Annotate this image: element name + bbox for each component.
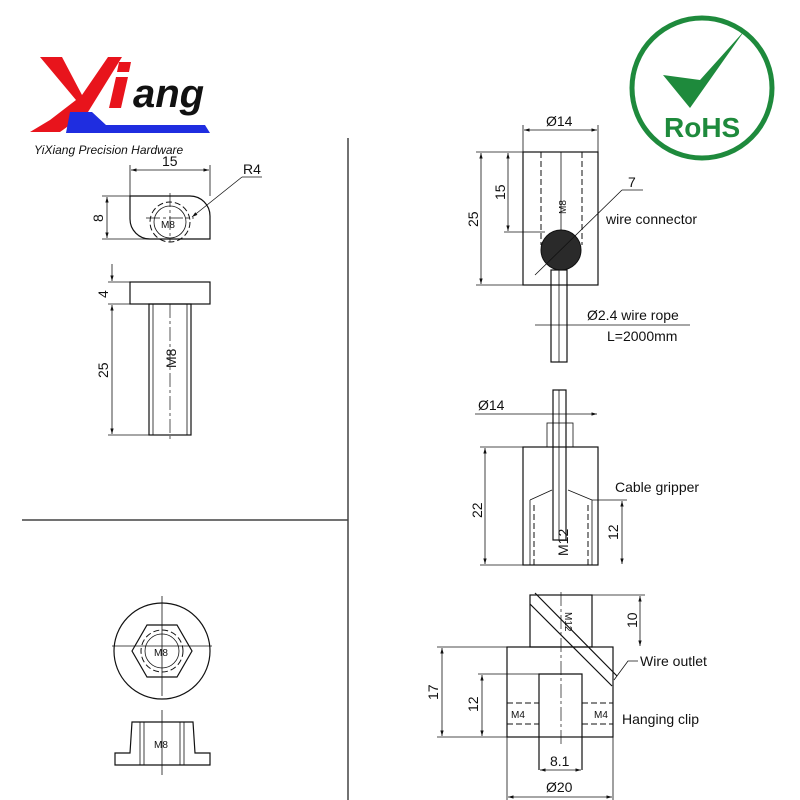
hole-right-label: M4 xyxy=(594,710,608,721)
dim-length: 25 xyxy=(95,362,111,378)
dim-dia: Ø20 xyxy=(546,779,573,795)
tbolt-side-view: M8 4 25 xyxy=(95,264,211,440)
thread-label: M8 xyxy=(163,348,179,368)
rohs-label: RoHS xyxy=(664,112,740,143)
rope-label: Ø2.4 wire rope xyxy=(587,307,679,323)
thread-label: M8 xyxy=(154,740,168,751)
cable-gripper-view: M12 Ø14 22 12 Cable gripper xyxy=(469,389,699,566)
svg-text:ang: ang xyxy=(133,72,204,116)
rohs-badge: RoHS xyxy=(629,15,775,161)
dim-slot: 12 xyxy=(465,696,481,712)
thread-label: M12 xyxy=(562,612,573,632)
rope-length: L=2000mm xyxy=(607,328,677,344)
dim-gap: 8.1 xyxy=(550,753,570,769)
dim-thread: 12 xyxy=(605,524,621,540)
logo-tagline: YiXiang Precision Hardware xyxy=(34,143,184,157)
dim-dia: Ø14 xyxy=(478,397,505,413)
dim-height: 8 xyxy=(90,214,106,222)
tbolt-top-view: M8 15 8 R4 xyxy=(90,153,262,243)
wire-outlet-label: Wire outlet xyxy=(640,653,707,669)
thread-label: M8 xyxy=(161,220,175,231)
dim-top: 10 xyxy=(624,612,640,628)
nut-top-view: M8 xyxy=(112,596,212,700)
dim-head: 4 xyxy=(95,290,111,298)
dim-total: 17 xyxy=(425,684,441,700)
wire-connector-label: wire connector xyxy=(605,211,697,227)
cable-gripper-label: Cable gripper xyxy=(615,479,699,495)
hanging-clip-view: M12 M4 M4 10 17 12 8.1 Ø20 Wire outlet H… xyxy=(425,592,707,800)
dim-dia: Ø14 xyxy=(546,113,573,129)
dim-thread: 15 xyxy=(492,184,508,200)
thread-label: M12 xyxy=(555,529,571,556)
hole-left-label: M4 xyxy=(511,710,525,721)
check-icon xyxy=(663,30,745,108)
dim-height: 22 xyxy=(469,502,485,518)
thread-label: M8 xyxy=(558,200,569,214)
leader-number: 7 xyxy=(628,174,636,190)
dim-width: 15 xyxy=(162,153,178,169)
brand-logo: ang YiXiang Precision Hardware xyxy=(30,57,210,157)
dim-total: 25 xyxy=(465,211,481,227)
wire-connector-view: M8 Ø14 25 15 7 wire connector Ø2.4 wire … xyxy=(465,113,697,363)
hanging-clip-label: Hanging clip xyxy=(622,711,699,727)
nut-side-view: M8 xyxy=(114,710,211,775)
radius-label: R4 xyxy=(243,161,261,177)
thread-label: M8 xyxy=(154,648,168,659)
